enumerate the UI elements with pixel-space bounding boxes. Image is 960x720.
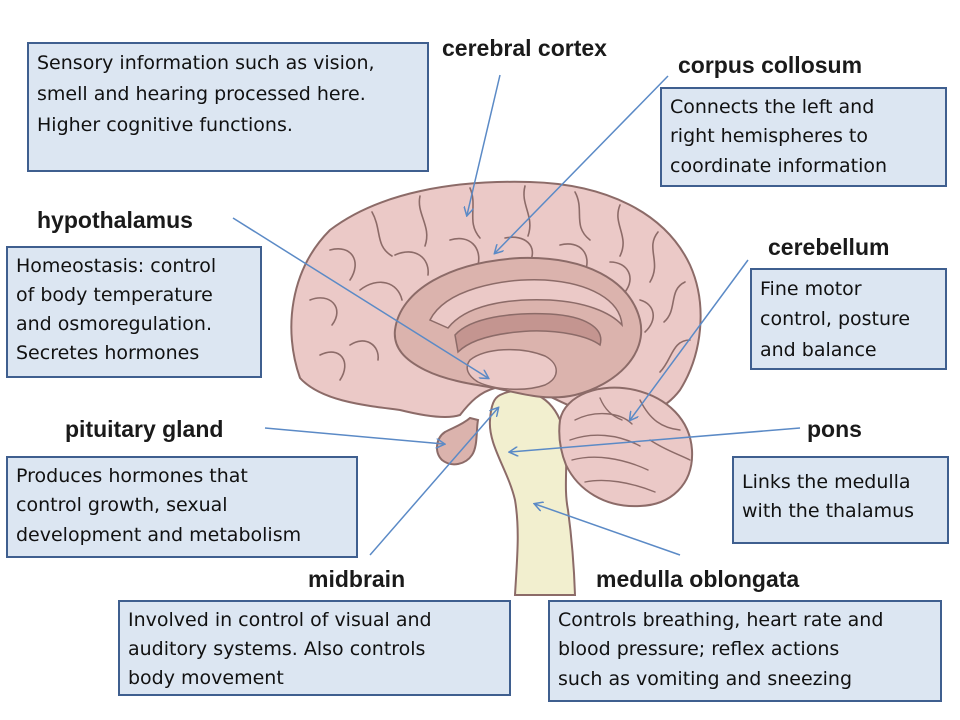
desc-line: Connects the left and [670,96,875,118]
desc-line: and osmoregulation. [16,312,212,335]
ventricle-shape [454,312,602,354]
pointer-pituitary [264,427,444,444]
desc-line: Produces hormones that [16,465,248,487]
label-hypothalamus: hypothalamus [37,207,193,233]
gyri-lines [309,185,691,381]
desc-line: of body temperature [16,283,213,306]
desc-pituitary-gland: Produces hormones that control growth, s… [6,456,358,558]
pointer-corpus-collosum [495,75,669,253]
desc-line: blood pressure; reflex actions [558,638,840,661]
pointer-hypothalamus [232,217,488,378]
cerebellum-shape [558,386,694,508]
desc-line: Higher cognitive functions. [37,113,293,136]
desc-cerebellum: Fine motor control, posture and balance [750,268,947,370]
desc-line: Secretes hormones [16,341,200,364]
desc-line: Controls breathing, heart rate and [558,609,884,631]
pointer-medulla [535,504,681,556]
desc-pons: Links the medulla with the thalamus [732,456,949,544]
pointer-lines [232,74,801,556]
desc-line: such as vomiting and sneezing [558,667,853,690]
pointer-midbrain [369,408,498,556]
label-pons: pons [807,416,862,442]
desc-line: smell and hearing processed here. [37,82,366,105]
desc-line: Fine motor [760,278,862,300]
desc-line: with the thalamus [742,500,915,523]
desc-line: right hemispheres to [670,125,868,148]
desc-line: control growth, sexual [16,494,228,517]
desc-hypothalamus: Homeostasis: control of body temperature… [6,246,262,378]
corpus-callosum-shape [428,279,623,329]
thalamus-shape [466,348,557,391]
desc-cerebral-cortex: Sensory information such as vision, smel… [27,42,429,172]
label-corpus-collosum: corpus collosum [678,52,863,78]
pointer-cerebellum [630,259,749,420]
desc-line: and balance [760,338,877,361]
label-midbrain: midbrain [308,566,406,592]
pointer-cerebral-cortex [467,74,501,215]
label-pituitary-gland: pituitary gland [65,416,224,442]
label-cerebral-cortex: cerebral cortex [442,35,607,61]
desc-line: coordinate information [670,154,888,177]
pointer-pons [510,427,801,452]
desc-midbrain: Involved in control of visual and audito… [118,600,511,696]
desc-line: development and metabolism [16,523,302,546]
cerebellum-folia [569,397,691,493]
desc-medulla-oblongata: Controls breathing, heart rate and blood… [548,600,942,702]
pituitary-shape [436,416,480,466]
desc-line: body movement [128,666,284,689]
desc-line: Sensory information such as vision, [37,52,375,74]
label-medulla-oblongata: medulla oblongata [596,566,800,592]
desc-line: Links the medulla [742,471,911,493]
desc-corpus-collosum: Connects the left and right hemispheres … [660,87,947,187]
desc-line: Involved in control of visual and [128,609,432,631]
desc-line: control, posture [760,308,911,331]
label-cerebellum: cerebellum [768,234,890,260]
desc-line: Homeostasis: control [16,255,217,277]
desc-line: auditory systems. Also controls [128,637,426,660]
